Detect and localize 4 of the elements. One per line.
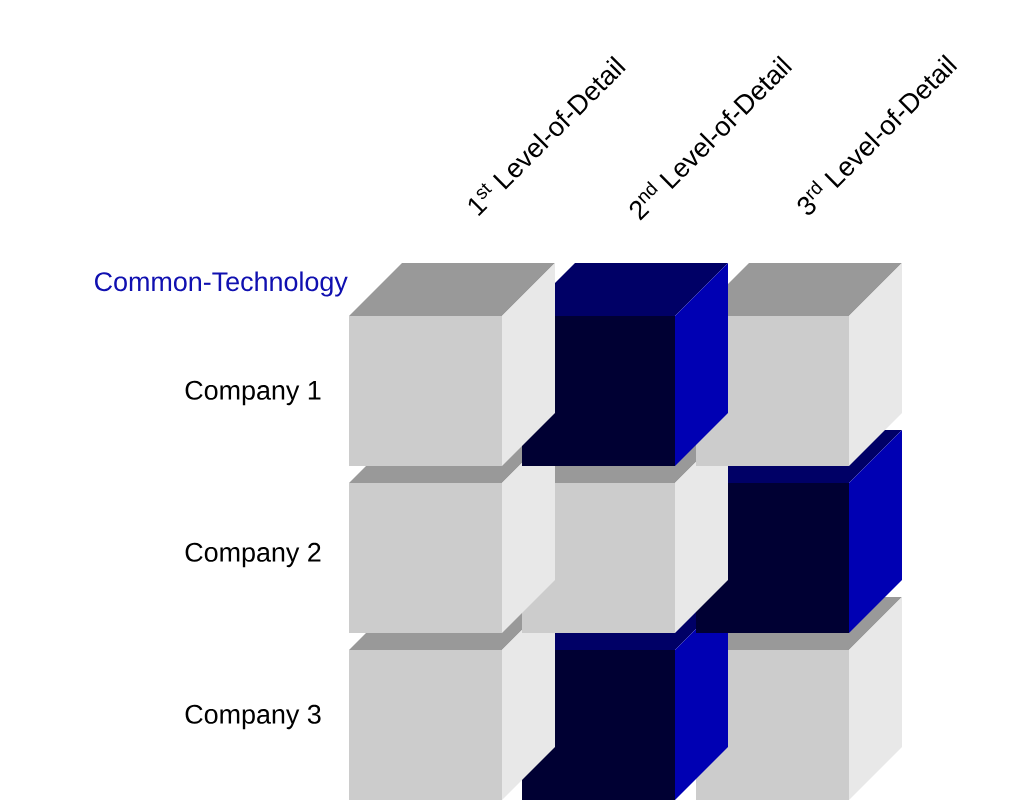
row-label: Company 3	[185, 704, 321, 730]
heading: Common-Technology	[95, 271, 348, 297]
row-label: Company 2	[185, 542, 321, 568]
row-label: Company 1	[185, 380, 321, 406]
